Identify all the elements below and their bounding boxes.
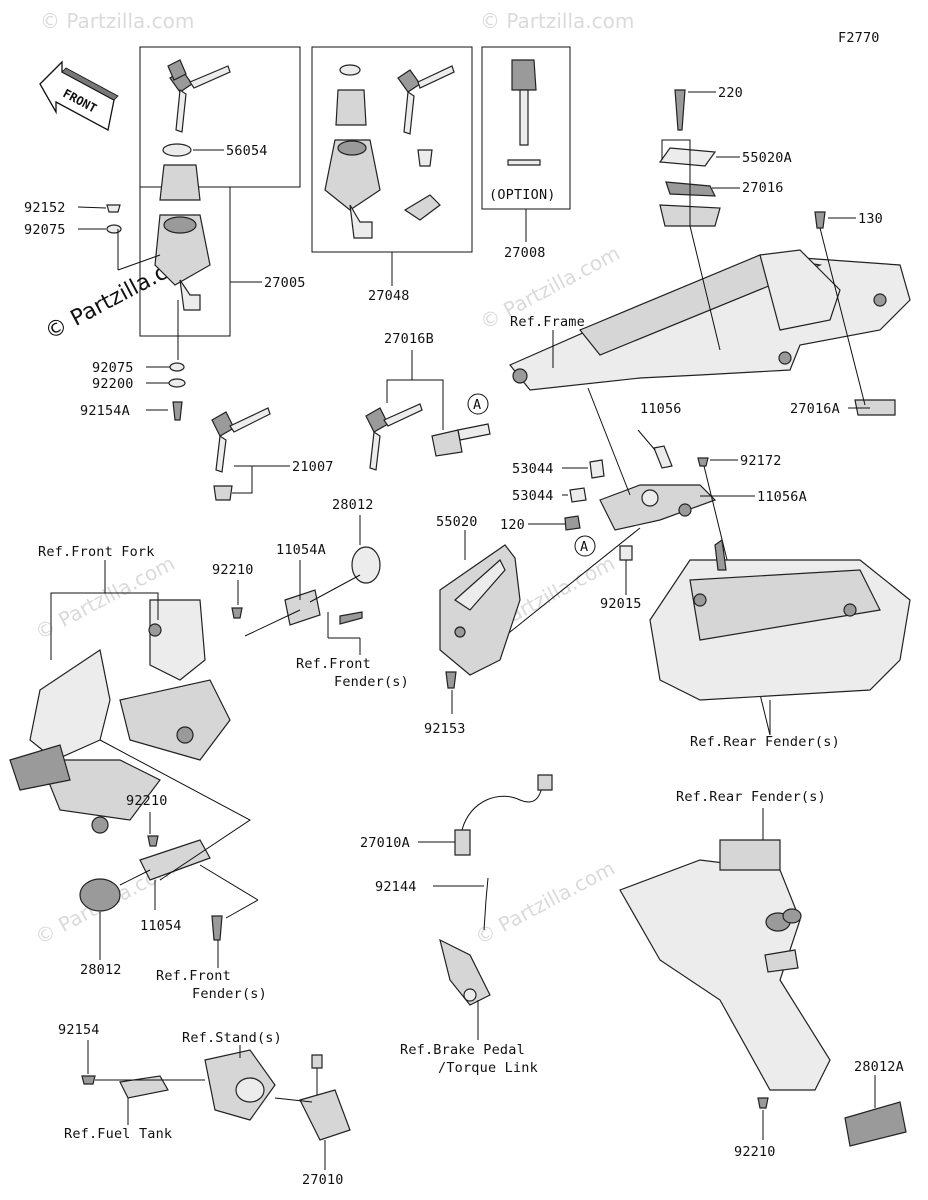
- washer-92075-icon: [106, 224, 122, 234]
- ref-front-fender-2a: Ref.Front: [156, 968, 231, 984]
- part-label-28012-upper: 28012: [332, 497, 374, 513]
- part-label-53044-upper: 53044: [512, 461, 554, 477]
- part-label-92210-upper: 92210: [212, 562, 254, 578]
- watermark: © Partzilla.com: [471, 856, 619, 950]
- part-label-53044-lower: 53044: [512, 488, 554, 504]
- ignition-switch-27005-icon: [154, 214, 211, 311]
- front-arrow-icon: FRONT: [39, 60, 119, 131]
- ref-front-fender-1a: Ref.Front: [296, 656, 371, 672]
- option-key-27008-icon: (OPTION): [489, 59, 556, 203]
- front-fork-icon: [9, 599, 231, 834]
- part-label-92075-lower: 92075: [92, 360, 134, 376]
- stand-switch-27010-icon: [81, 1049, 351, 1141]
- part-label-27016: 27016: [742, 180, 784, 196]
- part-label-27010A: 27010A: [360, 835, 410, 851]
- ref-front-fender-2b: Fender(s): [192, 986, 267, 1002]
- lock-set-27048-icon: [324, 64, 455, 239]
- frame-icon: [509, 249, 911, 416]
- ref-rear-fender-2: Ref.Rear Fender(s): [676, 789, 826, 805]
- part-label-92210-mid: 92210: [126, 793, 168, 809]
- part-label-11054: 11054: [140, 918, 182, 934]
- ref-rear-fender-1: Ref.Rear Fender(s): [690, 734, 840, 750]
- part-label-55020: 55020: [436, 514, 478, 530]
- part-label-92172: 92172: [740, 453, 782, 469]
- bolt-92154A-icon: [172, 401, 183, 421]
- washer-92152-icon: [106, 204, 121, 213]
- option-label: (OPTION): [489, 187, 556, 203]
- rear-fender-icon: [649, 538, 911, 701]
- part-label-11054A: 11054A: [276, 542, 326, 558]
- point-marker-a: [467, 393, 489, 415]
- reference-labels: Ref.Frame Ref.Front Fork Ref.Front Fende…: [38, 314, 840, 1142]
- part-label-56054: 56054: [226, 143, 268, 159]
- part-label-92154A: 92154A: [80, 403, 130, 419]
- part-label-92210-lower: 92210: [734, 1144, 776, 1160]
- diagram-code: F2770: [838, 30, 880, 46]
- key-21007-icon: [211, 407, 271, 501]
- part-label-11056: 11056: [640, 401, 682, 417]
- part-label-92200: 92200: [92, 376, 134, 392]
- bracket-11054A-icon: [231, 546, 381, 626]
- part-labels: 220 55020A 27016 130 27016A 56054 92152 …: [24, 85, 904, 1188]
- part-label-28012A: 28012A: [854, 1059, 904, 1075]
- part-label-27008: 27008: [504, 245, 546, 261]
- bracket-11054-icon: [79, 835, 223, 941]
- part-label-92015: 92015: [600, 596, 642, 612]
- part-label-92153: 92153: [424, 721, 466, 737]
- part-label-21007: 21007: [292, 459, 334, 475]
- rear-fender-lower-icon: [619, 839, 907, 1147]
- part-label-27005: 27005: [264, 275, 306, 291]
- part-label-130: 130: [858, 211, 883, 227]
- ref-torque-link: /Torque Link: [438, 1060, 538, 1076]
- part-label-120: 120: [500, 517, 525, 533]
- ref-stand: Ref.Stand(s): [182, 1030, 282, 1046]
- ref-fuel-tank: Ref.Fuel Tank: [64, 1126, 172, 1142]
- part-label-92152: 92152: [24, 200, 66, 216]
- bolt-220-icon: [674, 89, 686, 131]
- part-label-92154: 92154: [58, 1022, 100, 1038]
- washer-56054-icon: [162, 143, 192, 157]
- part-label-27010: 27010: [302, 1172, 344, 1188]
- ref-front-fork: Ref.Front Fork: [38, 544, 155, 560]
- key-27016B-icon: [365, 403, 491, 471]
- washer-92075-lower-icon: [169, 362, 185, 372]
- point-marker-a2-label: A: [580, 539, 588, 555]
- ref-front-fender-1b: Fender(s): [334, 674, 409, 690]
- ref-brake-pedal: Ref.Brake Pedal: [400, 1042, 525, 1058]
- lock-cap-icon: [159, 164, 201, 201]
- bolt-130-icon: [814, 211, 826, 229]
- part-label-92144: 92144: [375, 879, 417, 895]
- part-label-11056A: 11056A: [757, 489, 807, 505]
- part-label-92075-upper: 92075: [24, 222, 66, 238]
- part-label-220: 220: [718, 85, 743, 101]
- point-marker-a2: [574, 535, 596, 557]
- ignition-key-icon: [167, 59, 231, 133]
- part-label-27016A: 27016A: [790, 401, 840, 417]
- ref-frame: Ref.Frame: [510, 314, 585, 330]
- bracket-11056A-icon: [564, 445, 717, 561]
- part-label-27048: 27048: [368, 288, 410, 304]
- washer-92200-icon: [168, 378, 186, 388]
- watermark: © Partzilla.com: [40, 9, 194, 33]
- part-label-27016B: 27016B: [384, 331, 434, 347]
- group-box-27005: [139, 46, 301, 188]
- watermark: © Partzilla.com: [480, 9, 634, 33]
- part-label-55020A: 55020A: [742, 150, 792, 166]
- point-marker-a-label: A: [473, 397, 481, 413]
- switch-27010A-icon: [439, 774, 553, 1006]
- cover-55020-icon: [439, 544, 521, 676]
- part-label-28012-lower: 28012: [80, 962, 122, 978]
- bolt-92153-icon: [445, 671, 457, 689]
